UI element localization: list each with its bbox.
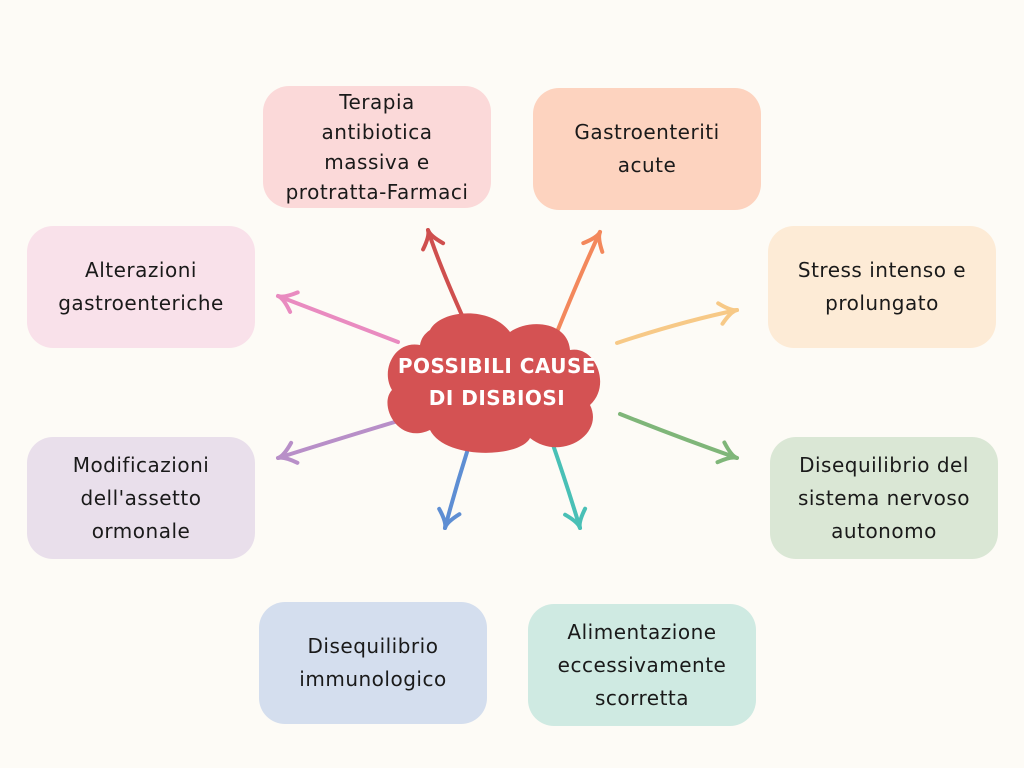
cause-label: Modificazioni dell'assetto ormonale: [72, 452, 210, 543]
central-cloud: [387, 313, 601, 453]
cause-box-terapia-antibiotica: Terapia antibiotica massiva e protratta-…: [263, 86, 491, 208]
arrow-layer: [276, 228, 739, 530]
arrow-terapia: [421, 228, 467, 324]
cause-box-ormonale: Modificazioni dell'assetto ormonale: [27, 437, 255, 559]
arrow-disequilibrio-sna: [618, 412, 739, 465]
cause-label: Terapia antibiotica massiva e protratta-…: [285, 90, 469, 204]
cause-box-alterazioni: Alterazioni gastroenteriche: [27, 226, 255, 348]
cause-label: Stress intenso e prolungato: [797, 258, 967, 315]
cause-box-gastroenteriti: Gastroenteriti acute: [533, 88, 761, 210]
arrow-stress: [615, 301, 739, 345]
cause-label: Gastroenteriti acute: [574, 120, 720, 177]
central-title: POSSIBILI CAUSE DI DISBIOSI: [397, 354, 597, 410]
arrow-alterazioni: [276, 290, 400, 344]
cause-box-immunologico: Disequilibrio immunologico: [259, 602, 487, 724]
arrow-alimentazione: [549, 437, 588, 530]
arrow-gastroenteriti: [555, 230, 605, 334]
cause-box-alimentazione: Alimentazione eccessivamente scorretta: [528, 604, 756, 726]
cause-label: Disequilibrio del sistema nervoso autono…: [797, 452, 971, 543]
arrow-immunologico: [437, 450, 469, 530]
cause-label: Disequilibrio immunologico: [299, 634, 447, 691]
cause-label: Alterazioni gastroenteriche: [58, 258, 224, 315]
cause-box-disequilibrio-sna: Disequilibrio del sistema nervoso autono…: [770, 437, 998, 559]
arrow-ormonale: [276, 419, 400, 465]
cause-label: Alimentazione eccessivamente scorretta: [557, 619, 727, 710]
cause-box-stress: Stress intenso e prolungato: [768, 226, 996, 348]
